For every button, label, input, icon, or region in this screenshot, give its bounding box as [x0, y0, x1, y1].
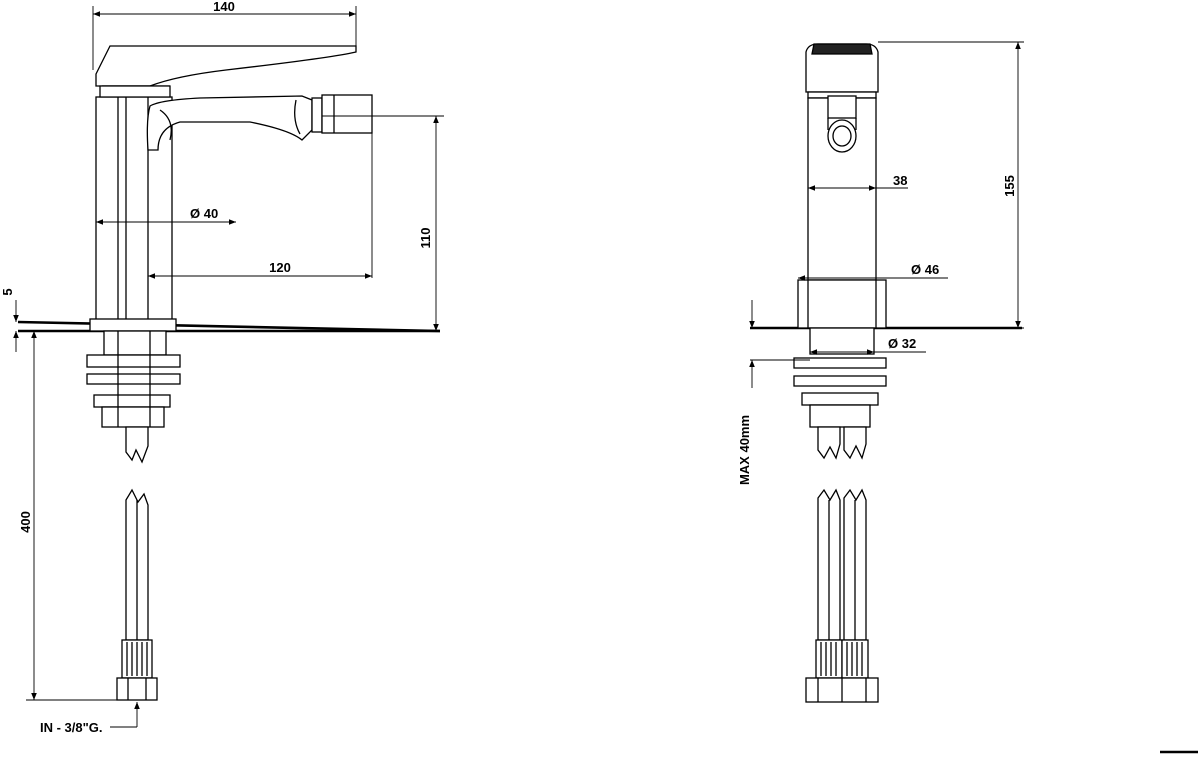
mounting-hardware-side — [86, 330, 181, 701]
lever-handle — [95, 45, 357, 98]
front-dimensions — [749, 41, 1024, 388]
front-view: 155 38 Ø 46 Ø 32 MAX 40mm — [737, 41, 1024, 703]
dim-spout-height: 110 — [418, 228, 433, 249]
dim-max-deck: MAX 40mm — [737, 415, 752, 485]
dim-shank-diameter: Ø 32 — [888, 336, 916, 351]
front-handle — [805, 43, 879, 99]
side-dimensions — [13, 6, 444, 728]
front-spout-outlet — [827, 95, 857, 153]
dim-base-diameter: Ø 40 — [190, 206, 218, 221]
dim-body-width: 38 — [893, 173, 907, 188]
dim-width-overall: 140 — [213, 0, 235, 14]
front-mounting-hardware — [793, 327, 887, 703]
dim-hose-length: 400 — [18, 511, 33, 533]
dim-flange-diameter: Ø 46 — [911, 262, 939, 277]
deck-surface-line — [17, 320, 441, 333]
dim-deck-thickness: 5 — [0, 288, 15, 295]
inlet-label: IN - 3/8"G. — [40, 720, 103, 735]
dim-overall-height: 155 — [1002, 175, 1017, 197]
spout — [146, 94, 373, 151]
dim-spout-reach: 120 — [269, 260, 291, 275]
side-view: 140 Ø 40 120 110 5 400 IN - 3/8"G. — [0, 0, 444, 735]
